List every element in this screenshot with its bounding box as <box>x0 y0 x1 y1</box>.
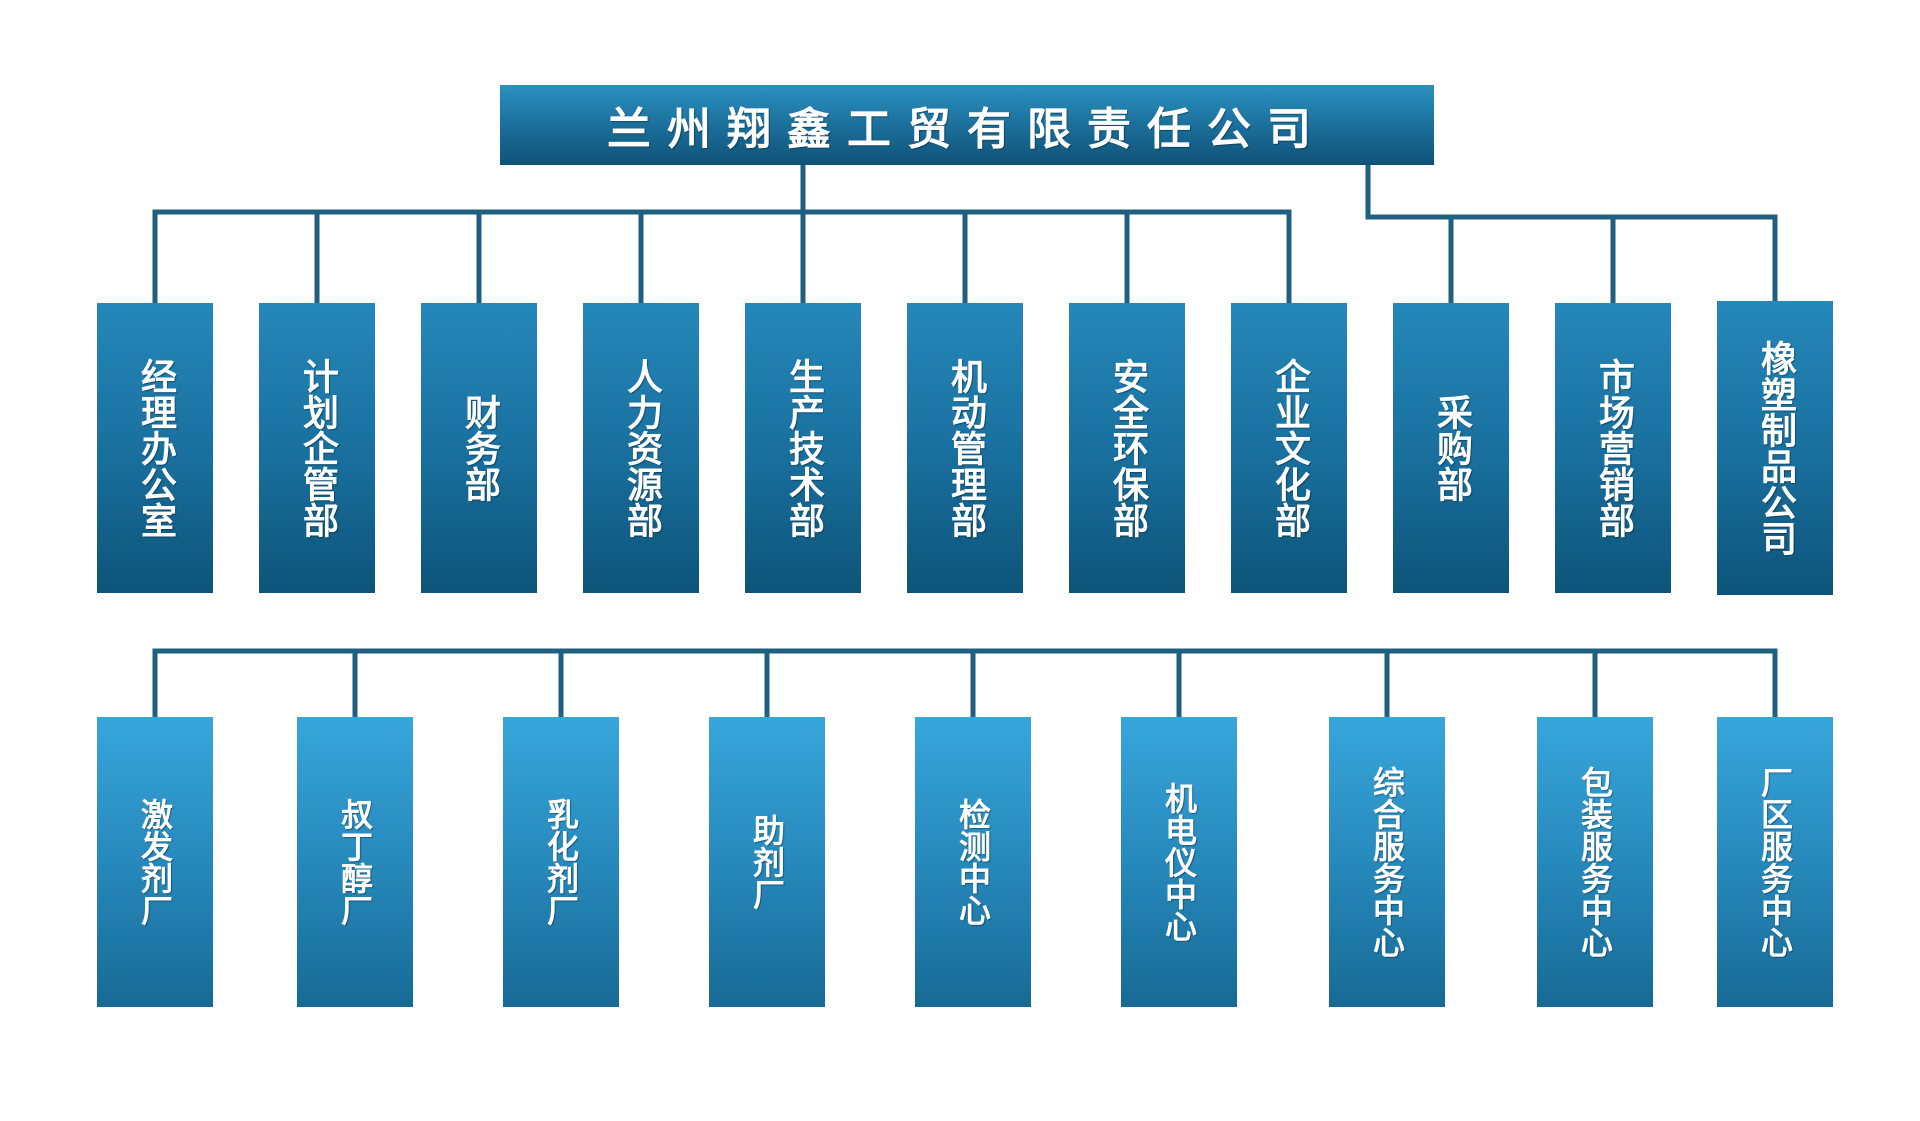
unit-box: 包装服务中心 <box>1537 717 1653 1007</box>
unit-box: 机电仪中心 <box>1121 717 1237 1007</box>
department-label: 橡塑制品公司 <box>1755 340 1796 556</box>
department-label: 企业文化部 <box>1269 358 1310 538</box>
department-box: 机动管理部 <box>907 303 1023 593</box>
department-box: 经理办公室 <box>97 303 213 593</box>
unit-box: 厂区服务中心 <box>1717 717 1833 1007</box>
department-label: 人力资源部 <box>621 358 662 538</box>
unit-box: 叔丁醇厂 <box>297 717 413 1007</box>
department-box: 市场营销部 <box>1555 303 1671 593</box>
department-box: 橡塑制品公司 <box>1717 301 1833 595</box>
department-label: 安全环保部 <box>1107 358 1148 538</box>
department-box: 计划企管部 <box>259 303 375 593</box>
company-root-box: 兰州翔鑫工贸有限责任公司 <box>500 85 1434 165</box>
department-label: 财务部 <box>459 394 500 502</box>
unit-box: 综合服务中心 <box>1329 717 1445 1007</box>
unit-label: 助剂厂 <box>748 814 786 910</box>
department-box: 采购部 <box>1393 303 1509 593</box>
department-label: 计划企管部 <box>297 358 338 538</box>
department-label: 采购部 <box>1431 394 1472 502</box>
unit-label: 叔丁醇厂 <box>336 798 374 926</box>
department-box: 生产技术部 <box>745 303 861 593</box>
unit-box: 助剂厂 <box>709 717 825 1007</box>
department-box: 企业文化部 <box>1231 303 1347 593</box>
unit-label: 检测中心 <box>954 798 992 926</box>
unit-label: 机电仪中心 <box>1160 782 1198 942</box>
unit-label: 激发剂厂 <box>136 798 174 926</box>
unit-label: 乳化剂厂 <box>542 798 580 926</box>
department-label: 生产技术部 <box>783 358 824 538</box>
department-label: 市场营销部 <box>1593 358 1634 538</box>
unit-box: 激发剂厂 <box>97 717 213 1007</box>
department-box: 安全环保部 <box>1069 303 1185 593</box>
unit-label: 包装服务中心 <box>1576 766 1614 958</box>
unit-box: 检测中心 <box>915 717 1031 1007</box>
department-box: 人力资源部 <box>583 303 699 593</box>
unit-box: 乳化剂厂 <box>503 717 619 1007</box>
unit-label: 综合服务中心 <box>1368 766 1406 958</box>
department-label: 机动管理部 <box>945 358 986 538</box>
company-name: 兰州翔鑫工贸有限责任公司 <box>607 104 1327 155</box>
department-box: 财务部 <box>421 303 537 593</box>
department-label: 经理办公室 <box>135 358 176 538</box>
unit-label: 厂区服务中心 <box>1756 766 1794 958</box>
